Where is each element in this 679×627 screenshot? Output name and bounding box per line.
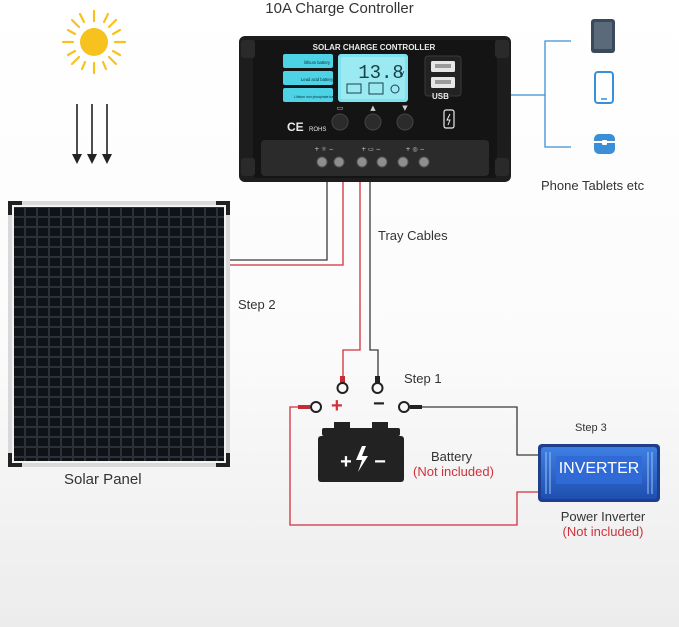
step-1-label: Step 1	[404, 371, 442, 386]
lcd-voltage-value: 13.8	[358, 62, 404, 84]
solar-wire-red	[229, 178, 344, 266]
sun-icon	[61, 9, 127, 75]
inverter-display-text: INVERTER	[558, 460, 640, 477]
devices-label: Phone Tablets etc	[541, 178, 645, 193]
control-buttons: ▭ ▲ ▼	[331, 104, 414, 131]
svg-text:+ ☼ −: + ☼ −	[314, 146, 333, 153]
inverter-dark-ring-terminal	[398, 401, 422, 413]
battery-inverter-dark	[418, 406, 540, 456]
battery-minus-sign: −	[373, 393, 385, 415]
charge-controller: SOLAR CHARGE CONTROLLER lithium battery …	[239, 36, 511, 182]
battery-mode-lifepo4: Lithium iron phosphate battery	[294, 95, 340, 99]
lcd-voltage-unit: V	[399, 70, 405, 79]
battery-inverter-red	[289, 406, 540, 526]
solar-panel-label: Solar Panel	[64, 471, 142, 488]
svg-text:▭: ▭	[337, 104, 344, 112]
inverter-red-ring-terminal	[298, 401, 322, 413]
svg-text:+ ◎ −: + ◎ −	[405, 146, 424, 153]
rohs-mark: ROHS	[309, 127, 326, 133]
terminal-screws	[316, 156, 430, 168]
battery-mode-lithium: lithium battery	[304, 60, 331, 65]
battery-icon: + −	[318, 422, 404, 482]
svg-text:▼: ▼	[402, 104, 408, 112]
battery-ring-terminals	[336, 376, 384, 394]
battery-label: Battery	[431, 449, 473, 464]
tablet-icon	[591, 19, 615, 53]
device-bracket	[544, 40, 571, 148]
battery-plus-sign: +	[331, 395, 343, 417]
solar-panel	[8, 201, 230, 467]
ce-mark: CE	[287, 120, 304, 134]
svg-text:+ ▭ −: + ▭ −	[361, 146, 381, 153]
tray-cables-label: Tray Cables	[378, 228, 448, 243]
sunlight-arrows-icon	[72, 104, 112, 164]
step-3-label: Step 3	[575, 422, 607, 434]
step-2-label: Step 2	[238, 297, 276, 312]
svg-text:+: +	[340, 451, 352, 473]
svg-text:−: −	[374, 451, 386, 473]
svg-text:▲: ▲	[370, 104, 376, 112]
usb-label: USB	[432, 92, 449, 101]
battery-mode-list: lithium battery Lead acid battery Lithiu…	[283, 54, 340, 102]
battery-mode-lead-acid: Lead acid battery	[301, 77, 334, 82]
battery-note: (Not included)	[413, 464, 494, 479]
tray-cable-red	[342, 178, 361, 378]
tray-cable-dark	[369, 178, 379, 378]
inverter-label: Power Inverter	[560, 509, 646, 524]
inverter-device	[538, 444, 660, 502]
controller-brand-label: SOLAR CHARGE CONTROLLER	[313, 43, 436, 52]
device-box-icon	[594, 134, 615, 154]
phone-icon	[594, 71, 614, 104]
diagram-title: 10A Charge Controller	[265, 0, 414, 17]
solar-wire-dark	[229, 178, 328, 261]
inverter-note: (Not included)	[562, 524, 644, 539]
